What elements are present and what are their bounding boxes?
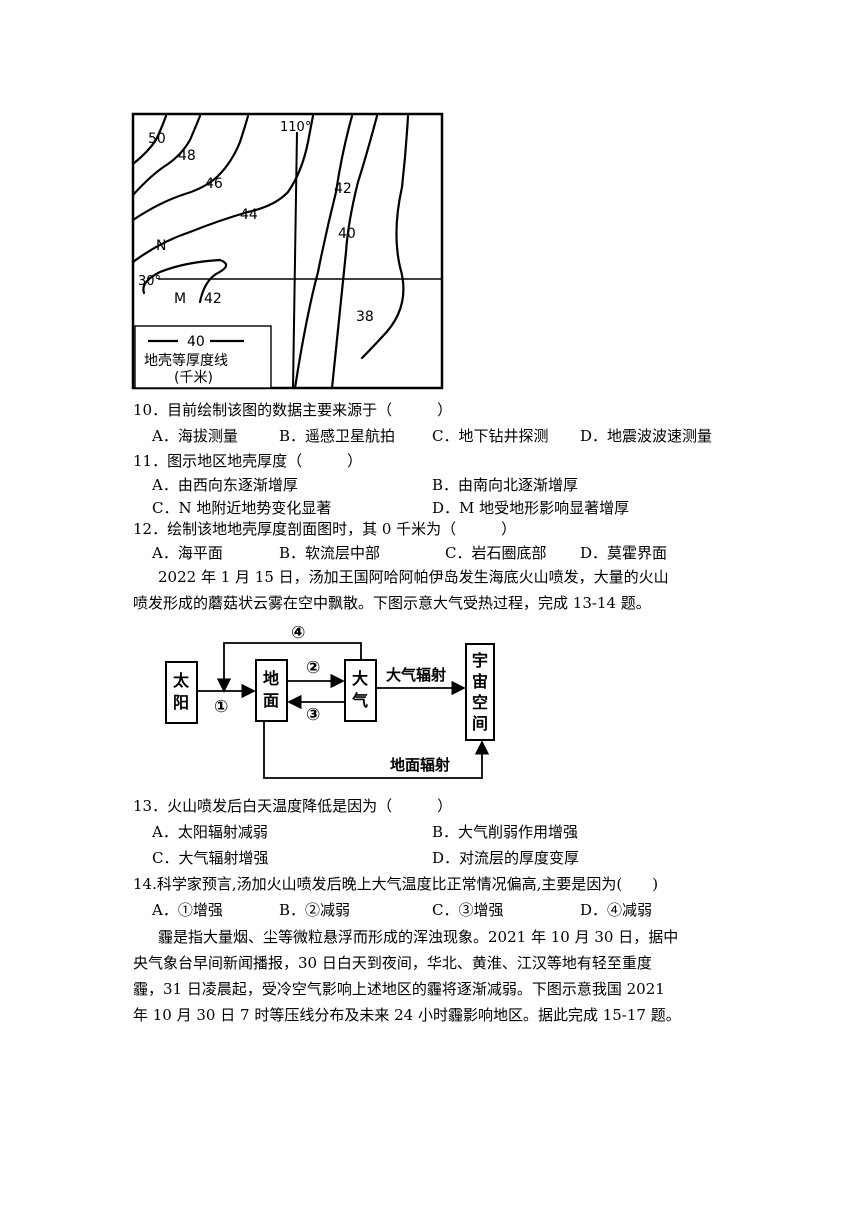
q10-option-d[interactable]: D．地震波波速测量 — [580, 427, 713, 445]
space-box — [465, 643, 495, 741]
legend-title: 地壳等厚度线 — [144, 352, 228, 369]
arrow-3-label: ③ — [306, 705, 320, 725]
q11-stem: 11．图示地区地壳厚度（ ） — [133, 452, 363, 470]
sun-label-1: 太 — [172, 671, 190, 690]
ground-box — [255, 659, 288, 722]
contour-label-50: 50 — [148, 131, 166, 147]
arrow-4 — [216, 642, 362, 693]
q13-option-c[interactable]: C．大气辐射增强 — [152, 849, 269, 867]
q12-option-b[interactable]: B．软流层中部 — [279, 544, 381, 562]
sun-label-2: 阳 — [173, 693, 189, 712]
atmosphere-label-2: 气 — [351, 691, 368, 710]
arrow-2-label: ② — [306, 658, 320, 678]
intro-paragraph-1-line-2: 喷发形成的蘑菇状云雾在空中飘散。下图示意大气受热过程，完成 13-14 题。 — [133, 594, 651, 612]
q14-option-c[interactable]: C．③增强 — [432, 901, 504, 919]
q14-option-b[interactable]: B．②减弱 — [279, 901, 351, 919]
q11-option-d[interactable]: D．M 地受地形影响显著增厚 — [432, 499, 630, 517]
contour-label-42: 42 — [334, 181, 352, 197]
ground-radiation-label: 地面辐射 — [390, 756, 450, 774]
q14-option-a[interactable]: A．①增强 — [152, 901, 223, 919]
space-label-1: 宇 — [472, 651, 488, 670]
arrow-1-label: ① — [214, 697, 228, 717]
q13-stem: 13．火山喷发后白天温度降低是因为（ ） — [133, 797, 453, 815]
parallel-label: 30° — [138, 274, 161, 289]
contour-label-48: 48 — [178, 148, 196, 164]
q10-option-c[interactable]: C．地下钻井探测 — [432, 427, 549, 445]
q11-option-b[interactable]: B．由南向北逐渐增厚 — [432, 476, 579, 494]
q12-option-a[interactable]: A．海平面 — [152, 544, 223, 562]
contour-label-m-42: 42 — [204, 291, 222, 307]
contour-46 — [131, 114, 250, 222]
intro-paragraph-2-line-4: 年 10 月 30 日 7 时等压线分布及未来 24 小时霾影响地区。据此完成 … — [133, 1006, 681, 1024]
q12-option-c[interactable]: C．岩石圈底部 — [445, 544, 547, 562]
contour-m-42 — [142, 258, 228, 304]
contour-38 — [360, 114, 410, 360]
space-label-2: 宙 — [472, 672, 488, 691]
legend-unit: (千米) — [174, 370, 213, 386]
space-label-4: 间 — [472, 714, 488, 733]
point-n-label: N — [156, 238, 166, 254]
contour-42 — [293, 114, 354, 390]
atmosphere-label-1: 大 — [352, 669, 368, 688]
q10-stem: 10．目前绘制该图的数据主要来源于（ ） — [133, 401, 453, 419]
intro-paragraph-2-line-3: 霾，31 日凌晨起，受冷空气影响上述地区的霾将逐渐减弱。下图示意我国 2021 — [133, 980, 665, 998]
arrow-4-label: ④ — [291, 623, 305, 643]
map-legend: 40 地壳等厚度线 (千米) — [134, 325, 272, 389]
contour-label-44: 44 — [240, 207, 258, 223]
sun-box — [165, 661, 198, 724]
contour-40 — [330, 114, 379, 390]
contour-48 — [131, 114, 202, 197]
intro-paragraph-1-line-1: 2022 年 1 月 15 日，汤加王国阿哈阿帕伊岛发生海底火山喷发，大量的火山 — [158, 568, 669, 586]
q10-option-b[interactable]: B．遥感卫星航拍 — [279, 427, 396, 445]
q14-option-d[interactable]: D．④减弱 — [580, 901, 653, 919]
atmosphere-box — [344, 659, 377, 722]
q13-option-a[interactable]: A．太阳辐射减弱 — [152, 823, 268, 841]
q11-option-c[interactable]: C．N 地附近地势变化显著 — [152, 499, 332, 517]
atmosphere-radiation-label: 大气辐射 — [386, 666, 446, 684]
atmosphere-heating-diagram: 太 阳 地 面 大 气 宇 宙 空 间 ① ② ③ ④ 大气辐射 地面辐射 — [165, 623, 495, 779]
q13-option-d[interactable]: D．对流层的厚度变厚 — [432, 849, 580, 867]
point-m-label: M — [174, 291, 186, 307]
contour-44 — [131, 114, 315, 264]
q12-option-d[interactable]: D．莫霍界面 — [580, 544, 668, 562]
q14-stem: 14.科学家预言,汤加火山喷发后晚上大气温度比正常情况偏高,主要是因为( ) — [133, 875, 659, 893]
ground-label-2: 面 — [263, 691, 279, 710]
legend-value: 40 — [187, 334, 205, 350]
contour-50 — [131, 114, 168, 166]
contour-label-40: 40 — [338, 226, 356, 242]
meridian-label: 110° — [280, 120, 311, 135]
arrow-ground-radiation — [263, 721, 490, 779]
q13-option-b[interactable]: B．大气削弱作用增强 — [432, 823, 579, 841]
meridian-line — [292, 131, 298, 389]
ground-label-1: 地 — [263, 669, 279, 688]
space-label-3: 空 — [472, 693, 488, 712]
intro-paragraph-2-line-2: 央气象台早间新闻播报，30 日白天到夜间，华北、黄淮、江汉等地有轻至重度 — [133, 954, 652, 972]
crust-thickness-map: 50 48 46 44 42 40 38 42 110° 30° N M 40 … — [131, 112, 444, 390]
q12-stem: 12．绘制该地地壳厚度剖面图时，其 0 千米为（ ） — [133, 520, 517, 538]
intro-paragraph-2-line-1: 霾是指大量烟、尘等微粒悬浮而形成的浑浊现象。2021 年 10 月 30 日，据… — [158, 928, 679, 946]
contour-label-46: 46 — [205, 176, 223, 192]
contour-label-38: 38 — [356, 309, 374, 325]
q11-option-a[interactable]: A．由西向东逐渐增厚 — [152, 476, 298, 494]
q10-option-a[interactable]: A．海拔测量 — [152, 427, 238, 445]
